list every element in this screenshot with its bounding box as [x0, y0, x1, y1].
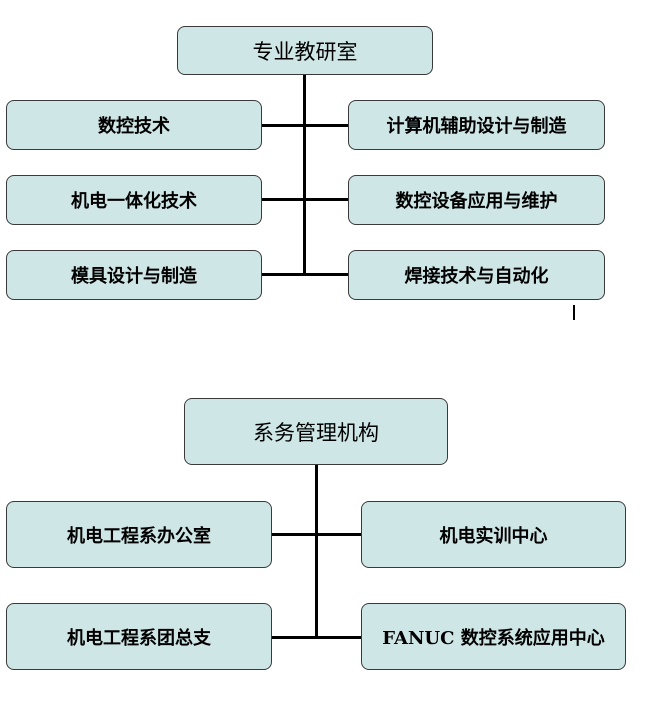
- chart1-branch-line-3: [262, 273, 349, 276]
- chart1-left-node-2: 机电一体化技术: [6, 175, 262, 225]
- chart1-root-node: 专业教研室: [177, 26, 433, 75]
- chart1-right-node-1: 计算机辅助设计与制造: [348, 100, 605, 150]
- chart2-left-node-2: 机电工程系团总支: [6, 603, 272, 670]
- chart1-left-node-1: 数控技术: [6, 100, 262, 150]
- chart2-left-node-1: 机电工程系办公室: [6, 501, 272, 568]
- chart1-right-node-3: 焊接技术与自动化: [348, 250, 605, 300]
- chart2-trunk-line: [315, 465, 318, 638]
- chart2-right-node-1: 机电实训中心: [361, 501, 626, 568]
- chart1-branch-line-1: [262, 124, 349, 127]
- chart1-trunk-line: [303, 75, 306, 275]
- chart1-branch-line-2: [262, 198, 349, 201]
- chart2-root-node: 系务管理机构: [184, 398, 448, 465]
- chart2-branch-line-1: [272, 533, 361, 536]
- text-cursor-mark: [573, 305, 575, 320]
- chart1-left-node-3: 模具设计与制造: [6, 250, 262, 300]
- chart2-right-node-2: FANUC 数控系统应用中心: [361, 603, 626, 670]
- chart2-branch-line-2: [272, 636, 361, 639]
- chart1-right-node-2: 数控设备应用与维护: [348, 175, 605, 225]
